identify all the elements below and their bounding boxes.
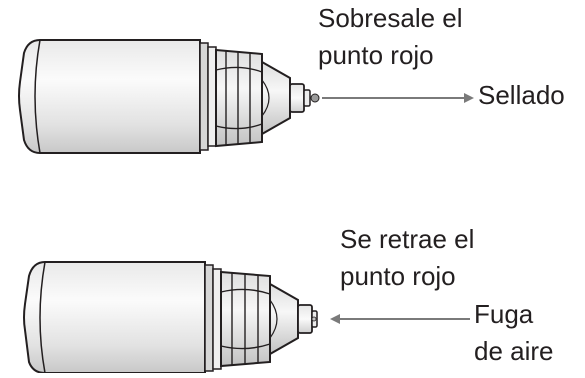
state-label-sealed: Sellado bbox=[478, 80, 565, 110]
knurled-nut bbox=[215, 48, 263, 148]
indicator-dot-protruding bbox=[310, 93, 320, 103]
caption-bottom-line2: punto rojo bbox=[340, 261, 456, 291]
caption-top-line1: Sobresale el bbox=[318, 3, 463, 33]
valve-top bbox=[18, 39, 320, 154]
state-label-leak-line1: Fuga bbox=[474, 299, 534, 329]
valve-bottom bbox=[23, 261, 318, 374]
state-label-leak-line2: de aire bbox=[474, 336, 554, 366]
indicator-dot-retracted bbox=[311, 316, 317, 322]
valve-body bbox=[18, 39, 201, 154]
valve-body bbox=[23, 261, 206, 374]
caption-top-line2: punto rojo bbox=[318, 40, 434, 70]
caption-bottom-line1: Se retrae el bbox=[340, 224, 475, 254]
